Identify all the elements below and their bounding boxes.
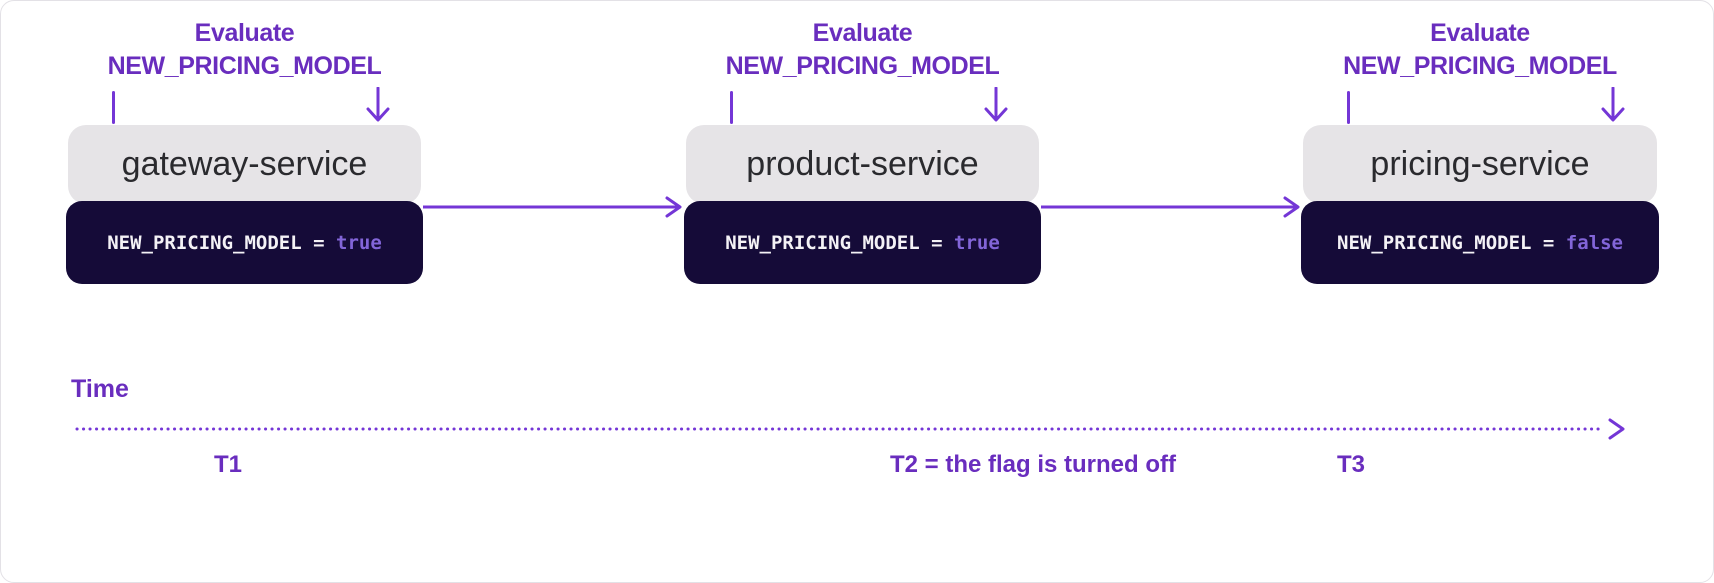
service-name: product-service <box>746 145 979 183</box>
flow-arrow-product-to-pricing <box>1041 196 1300 218</box>
service-block-product: Evaluate NEW_PRICING_MODEL product-servi… <box>684 1 1041 284</box>
service-block-gateway: Evaluate NEW_PRICING_MODEL gateway-servi… <box>66 1 423 284</box>
evaluate-down-arrow-icon <box>1601 87 1625 122</box>
evaluate-connector-line <box>1347 91 1350 124</box>
evaluate-down-arrow-icon <box>366 87 390 122</box>
flag-value: false <box>1565 231 1623 254</box>
flag-code: NEW_PRICING_MODEL = false <box>1337 232 1623 254</box>
service-block-pricing: Evaluate NEW_PRICING_MODEL pricing-servi… <box>1301 1 1659 284</box>
evaluate-label-line1: Evaluate <box>812 19 913 47</box>
flag-key: NEW_PRICING_MODEL = <box>725 231 954 254</box>
timeline-tick-t1: T1 <box>213 451 242 478</box>
evaluate-label-line2: NEW_PRICING_MODEL <box>107 52 382 80</box>
evaluate-label-line2: NEW_PRICING_MODEL <box>1343 52 1617 80</box>
flag-value: true <box>336 231 382 254</box>
flag-key: NEW_PRICING_MODEL = <box>1337 231 1566 254</box>
flag-value: true <box>954 231 1000 254</box>
timeline-tick-t2: T2 = the flag is turned off <box>889 451 1177 478</box>
service-name: gateway-service <box>121 145 368 183</box>
evaluate-label: Evaluate NEW_PRICING_MODEL <box>66 17 423 83</box>
flag-code: NEW_PRICING_MODEL = true <box>107 232 382 254</box>
evaluate-down-arrow-icon <box>984 87 1008 122</box>
flow-arrow-gateway-to-product <box>423 196 682 218</box>
evaluate-label-line1: Evaluate <box>194 19 295 47</box>
flag-state-box: NEW_PRICING_MODEL = true <box>684 201 1041 284</box>
timeline-tick-t3: T3 <box>1336 451 1365 478</box>
flag-state-box: NEW_PRICING_MODEL = true <box>66 201 423 284</box>
service-name-box: gateway-service <box>68 125 421 204</box>
evaluate-connector-line <box>730 91 733 124</box>
evaluate-label-line1: Evaluate <box>1430 19 1530 47</box>
evaluate-label: Evaluate NEW_PRICING_MODEL <box>684 17 1041 83</box>
time-axis-label: Time <box>71 375 129 403</box>
flag-code: NEW_PRICING_MODEL = true <box>725 232 1000 254</box>
service-name: pricing-service <box>1370 145 1590 183</box>
flag-state-box: NEW_PRICING_MODEL = false <box>1301 201 1659 284</box>
evaluate-label-line2: NEW_PRICING_MODEL <box>725 52 1000 80</box>
evaluate-label: Evaluate NEW_PRICING_MODEL <box>1301 17 1659 83</box>
time-axis-dotted-arrow <box>75 418 1625 440</box>
flag-key: NEW_PRICING_MODEL = <box>107 231 336 254</box>
evaluate-connector-line <box>112 91 115 124</box>
service-name-box: pricing-service <box>1303 125 1657 204</box>
service-name-box: product-service <box>686 125 1039 204</box>
